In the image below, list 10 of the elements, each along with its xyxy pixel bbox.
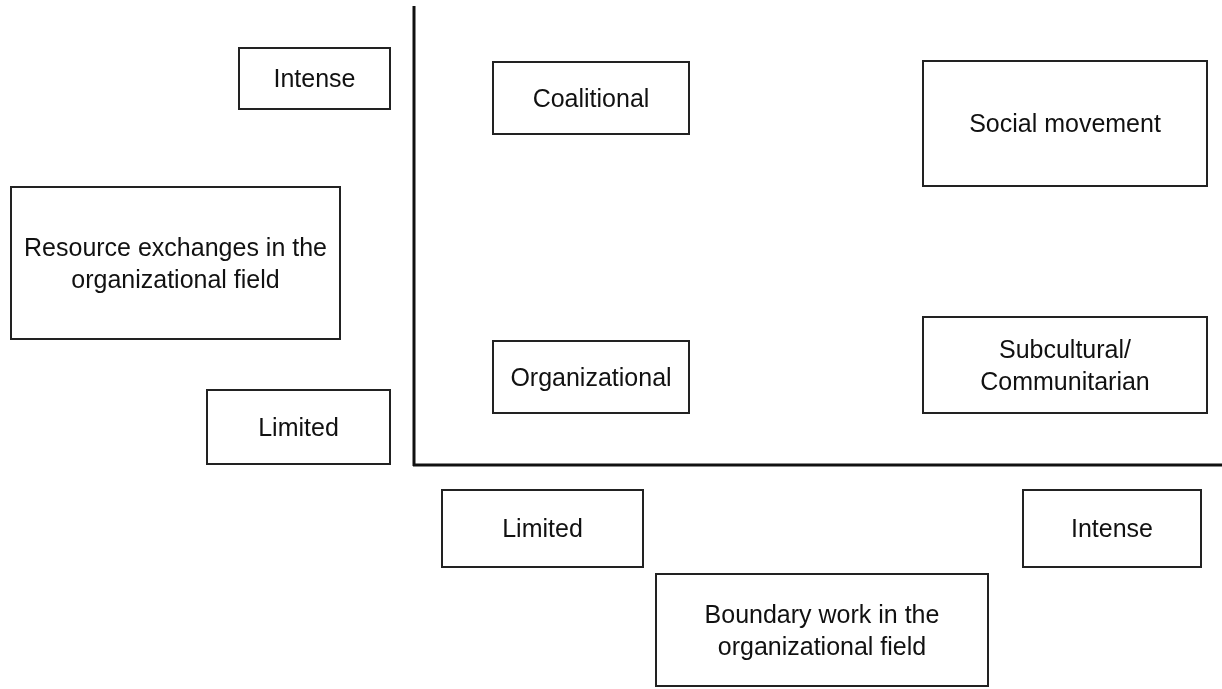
label-box: Organizational (492, 340, 690, 414)
label-box: Limited (441, 489, 644, 568)
label-box: Social movement (922, 60, 1208, 187)
label-box: Resource exchanges in the organizational field (10, 186, 341, 340)
label-box: Subcultural/ Communitarian (922, 316, 1208, 414)
label-box: Intense (1022, 489, 1202, 568)
label-box: Limited (206, 389, 391, 465)
label-box: Coalitional (492, 61, 690, 135)
label-box: Intense (238, 47, 391, 110)
label-box: Boundary work in the organizational field (655, 573, 989, 687)
